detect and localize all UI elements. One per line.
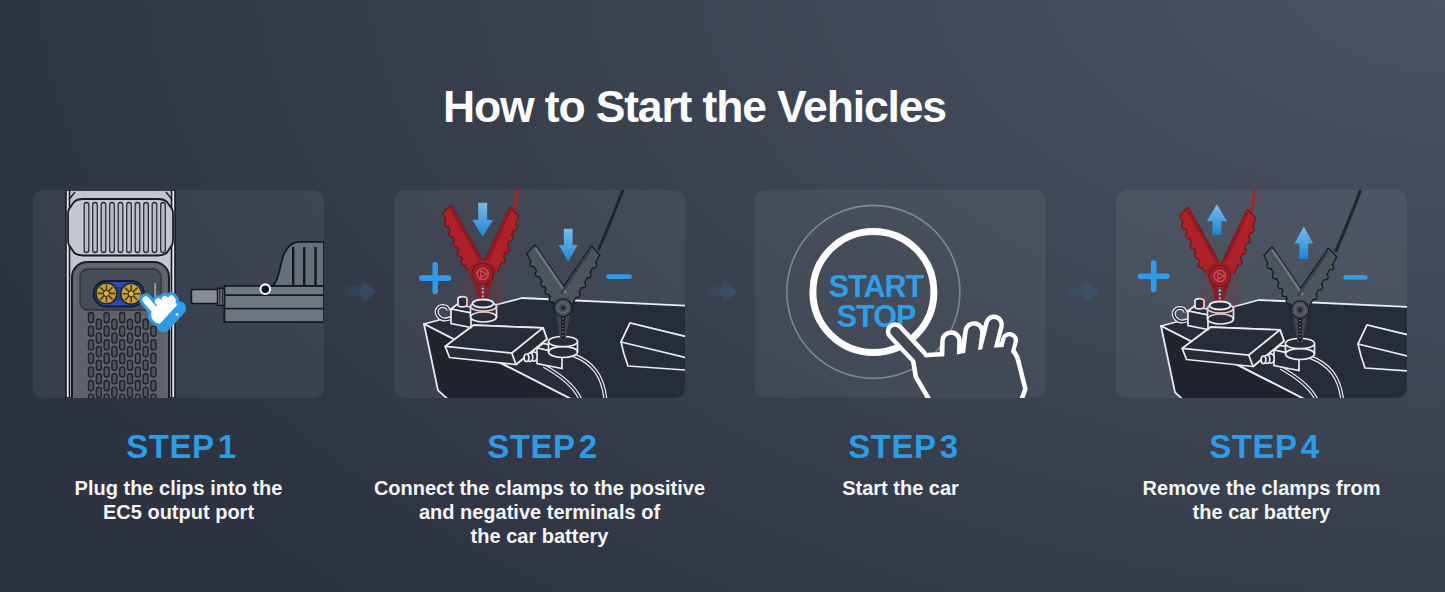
svg-text:STOP: STOP <box>837 299 916 333</box>
